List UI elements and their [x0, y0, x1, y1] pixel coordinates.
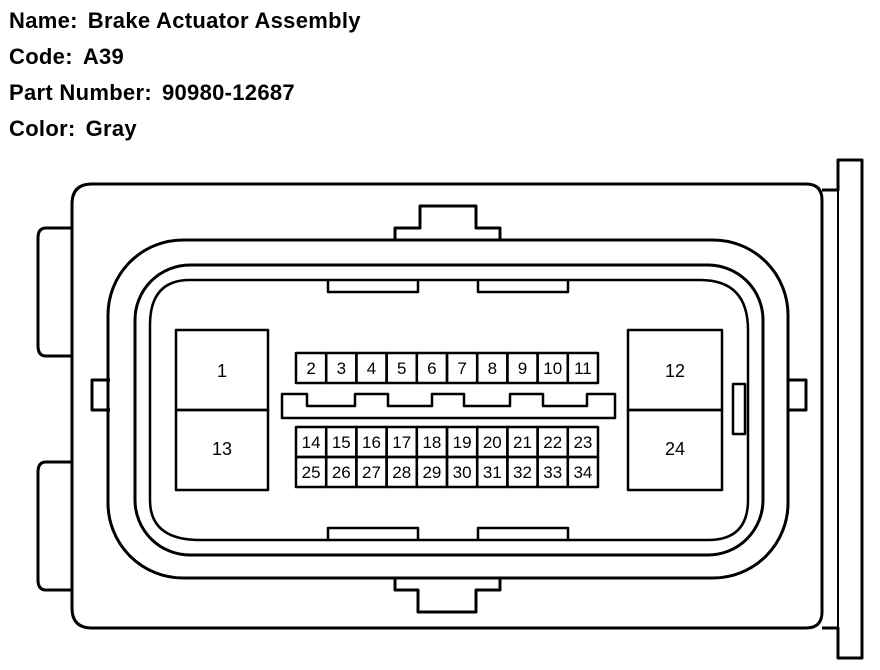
separator-rib — [280, 392, 617, 420]
terminal-34 — [566, 455, 600, 489]
pin-label-20: 20 — [483, 433, 502, 452]
top-key-right — [476, 280, 570, 294]
color-label: Color: — [9, 116, 76, 141]
right-end-bracket — [822, 158, 864, 660]
bottom-key-left — [326, 526, 420, 540]
name-label: Name: — [9, 8, 78, 33]
pin-label-24: 24 — [665, 439, 685, 459]
large-terminal-block-right — [626, 328, 724, 492]
pin-label-30: 30 — [453, 463, 472, 482]
pin-label-19: 19 — [453, 433, 472, 452]
pin-label-10: 10 — [543, 359, 562, 378]
pin-label-9: 9 — [518, 359, 527, 378]
inner-shell-outer — [106, 238, 790, 580]
name-line: Name: Brake Actuator Assembly — [9, 3, 361, 39]
left-notch — [90, 378, 110, 412]
right-notch — [788, 378, 808, 412]
pin-label-33: 33 — [543, 463, 562, 482]
small-terminal-row-bottom: 25 26 27 28 29 30 31 32 33 34 — [294, 455, 600, 489]
pin-label-31: 31 — [483, 463, 502, 482]
code-line: Code: A39 — [9, 39, 361, 75]
pin-label-25: 25 — [302, 463, 321, 482]
pin-label-17: 17 — [392, 433, 411, 452]
small-terminal-row-middle: 14 15 16 17 18 19 20 21 22 23 — [294, 425, 600, 459]
inner-cavity — [148, 278, 750, 542]
pin-label-27: 27 — [362, 463, 381, 482]
pin-label-22: 22 — [543, 433, 562, 452]
pin-label-26: 26 — [332, 463, 351, 482]
pin-label-11: 11 — [574, 359, 592, 378]
pin-label-6: 6 — [427, 359, 436, 378]
color-value: Gray — [85, 116, 137, 141]
pin-label-18: 18 — [422, 433, 441, 452]
pin-label-21: 21 — [513, 433, 532, 452]
pin-label-3: 3 — [337, 359, 346, 378]
part-number-label: Part Number: — [9, 80, 152, 105]
terminal-11 — [566, 351, 600, 385]
pin-label-23: 23 — [573, 433, 592, 452]
connector-housing — [70, 182, 824, 630]
pin-label-4: 4 — [367, 359, 376, 378]
small-terminal-row-top: 2 3 4 5 6 7 8 9 10 11 — [294, 351, 600, 385]
pin-label-29: 29 — [422, 463, 441, 482]
part-number-line: Part Number: 90980-12687 — [9, 75, 361, 111]
pin-label-15: 15 — [332, 433, 351, 452]
top-lock-tab — [393, 204, 502, 240]
connector-info: Name: Brake Actuator Assembly Code: A39 Pa… — [9, 3, 361, 147]
color-line: Color: Gray — [9, 111, 361, 147]
inner-shell-inner — [133, 263, 765, 557]
pin-label-14: 14 — [302, 433, 321, 452]
pin-label-34: 34 — [573, 463, 592, 482]
bottom-key-right — [476, 526, 570, 540]
name-value: Brake Actuator Assembly — [87, 8, 361, 33]
left-latch-lower — [36, 460, 72, 592]
terminal-24 — [626, 408, 724, 492]
pin-label-16: 16 — [362, 433, 381, 452]
top-key-left — [326, 280, 420, 294]
pin-label-1: 1 — [217, 361, 227, 381]
code-value: A39 — [82, 44, 125, 69]
pin-label-13: 13 — [212, 439, 232, 459]
left-latch-upper — [36, 226, 72, 358]
right-side-bump — [731, 382, 747, 436]
pin-label-5: 5 — [397, 359, 406, 378]
pin-label-12: 12 — [665, 361, 685, 381]
pin-label-32: 32 — [513, 463, 532, 482]
bottom-lock-tab — [393, 578, 502, 614]
pin-label-28: 28 — [392, 463, 411, 482]
code-label: Code: — [9, 44, 73, 69]
pin-label-2: 2 — [306, 359, 315, 378]
pin-label-8: 8 — [488, 359, 497, 378]
pin-label-7: 7 — [457, 359, 466, 378]
terminal-13 — [174, 408, 270, 492]
part-number-value: 90980-12687 — [161, 80, 295, 105]
large-terminal-block-left — [174, 328, 270, 492]
